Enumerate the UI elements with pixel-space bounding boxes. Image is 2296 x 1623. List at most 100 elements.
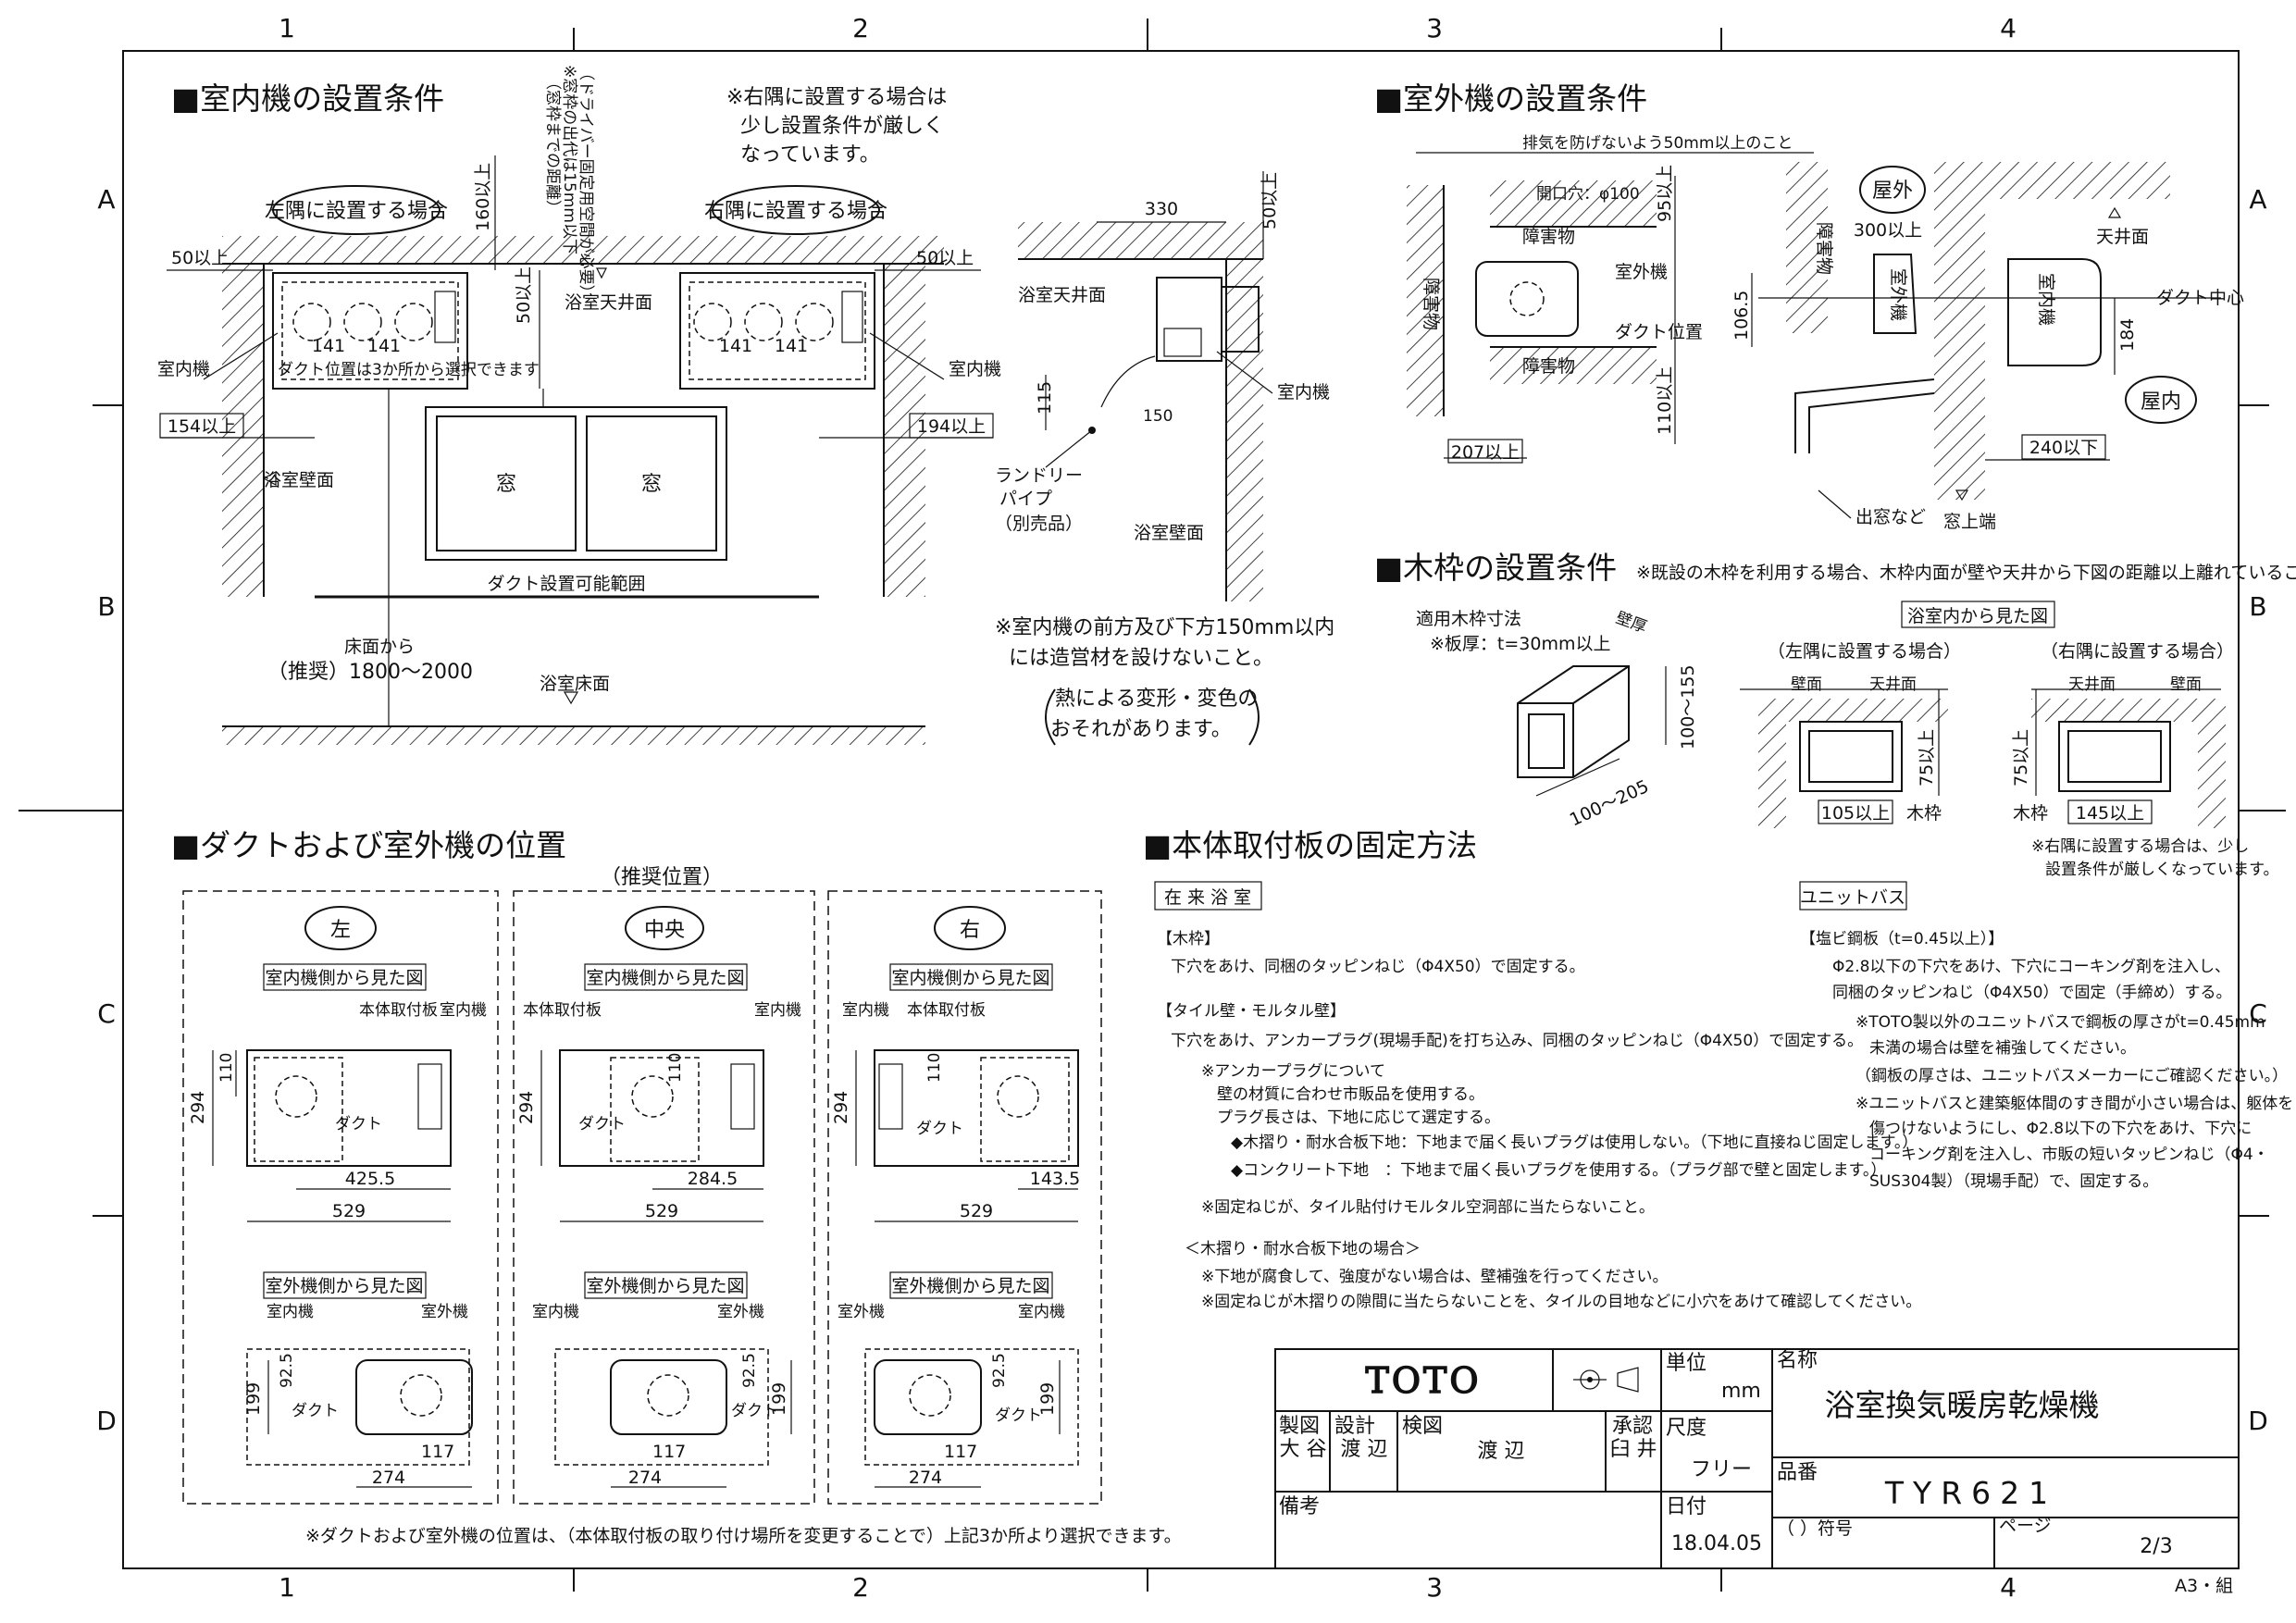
row-label: B [2249,591,2266,622]
dim-925: 92.5 [740,1353,759,1388]
fix-line: 【タイル壁・モルタル壁】 [1157,1002,1346,1021]
fix-line: ※アンカープラグについて [1201,1062,1385,1081]
ub-line: コーキング剤を注入し、市販の短いタッピンねじ（Φ4・ [1869,1146,2269,1164]
dim-1435: 143.5 [1030,1169,1080,1189]
date-value: 18.04.05 [1671,1532,1762,1555]
wall-label: 浴室壁面 [264,470,334,490]
window-frame [425,406,727,561]
right-case-label: 右隅に設置する場合 [704,200,887,223]
wall-thickness-label: 壁厚 [1613,609,1649,637]
window-note: （ドライバー固定用空間が必要） [577,65,595,301]
indoor-unit-side [2007,258,2102,366]
duct-label: ダクト位置 [1615,322,1703,342]
duct-position-note: ダクト位置は3か所から選択できます [278,361,540,379]
unit-label: 室内機 [157,359,210,379]
frame-thickness: ※板厚：t=30mm以上 [1430,634,1610,654]
dim-141: 141 [367,336,401,356]
right-indoor-view [874,1049,1079,1167]
unit-label: 単位 [1666,1352,1706,1375]
dim-4255: 425.5 [345,1169,395,1189]
top-obstacle [1490,180,1657,227]
fix-line: 【木枠】 [1157,930,1220,948]
window-note: ※窓枠の出代は15mm以下 [560,65,578,254]
in-unit-label: 室内機 [532,1303,579,1321]
duct-center-label: ダクト中心 [2156,288,2244,308]
part-label: 品番 [1777,1461,1818,1484]
dim-141: 141 [312,336,345,356]
conventional-bath-label: 在 来 浴 室 [1164,887,1251,908]
dim-95: 95以上 [1655,165,1675,222]
dim-199: 199 [1037,1382,1058,1416]
frame-size-label: 適用木枠寸法 [1416,609,1521,629]
option-right: 右 [960,919,980,942]
fix-line: 下穴をあけ、同梱のタッピンねじ（Φ4X50）で固定する。 [1171,958,1585,976]
unit-value: mm [1721,1380,1761,1403]
row-label: B [97,591,115,622]
duct-position-note: ※ダクトおよび室外機の位置は、（本体取付板の取り付け場所を変更することで）上記3… [305,1526,1182,1546]
recommended-label: （推奨位置） [601,866,723,889]
floor-hatch [222,726,925,745]
fix-line: ＜木摺り・耐水合板下地の場合＞ [1185,1240,1421,1258]
duct-label: ダクト [292,1402,339,1420]
row-label: D [96,1406,117,1436]
right-corner-note: 少し設置条件が厳しく [740,115,944,138]
duct-label: ダクト [578,1115,626,1134]
dim-300: 300以上 [1854,220,1922,241]
frame-view-label: 浴室内から見た図 [1907,606,2048,626]
left-case-bubble [272,185,441,235]
indoor-title: ■室内機の設置条件 [171,81,444,117]
projection-symbol-icon [1573,1367,1639,1393]
out-unit-label: 室外機 [1888,268,1908,321]
outdoor-unit-label: 室外機 [1615,262,1668,282]
dim-184: 184 [2117,318,2138,352]
dim-100-155: 100〜155 [1678,664,1698,750]
heat-note: 熱による変形・変色の [1055,688,1258,711]
fix-title: ■本体取付板の固定方法 [1143,827,1477,863]
in-unit-label: 室内機 [2036,273,2056,326]
obstacle-label: 障害物 [1814,222,1834,275]
side-wall-label: 浴室壁面 [1134,523,1204,543]
dim-50-side: 50以上 [1260,172,1280,229]
frame-section: ■木枠の設置条件 ※既設の木枠を利用する場合、木枠内面が壁や天井から下図の距離以… [1374,550,2296,879]
dim-294: 294 [831,1091,851,1124]
dim-294: 294 [516,1091,537,1124]
dim-50-right: 50以上 [916,248,974,268]
outside-label: 屋外 [1872,180,1913,203]
frame-note: ※既設の木枠を利用する場合、木枠内面が壁や天井から下図の距離以上離れていること。 [1636,563,2296,583]
hole-label: 開口穴：φ100 [1536,185,1640,204]
window-label: 窓 [496,473,516,496]
col-label: 4 [2000,1572,2017,1603]
ceiling-label-frame-r: 天井面 [2068,675,2116,694]
side-unit-label: 室内機 [1277,382,1330,403]
duct-label: ダクト [335,1115,382,1134]
dim-110: 110以上 [1655,366,1675,435]
fix-line: ※固定ねじが、タイル貼付けモルタル空洞部に当たらないこと。 [1201,1198,1655,1217]
frame-box [1517,665,1630,778]
ceiling-hatch-outdoor [1985,162,2170,199]
frame-left-outer [1799,721,1903,792]
symbol-label: （ ）符号 [1777,1518,1853,1539]
heat-note: おそれがあります。 [1050,718,1232,741]
dim-150: 150 [1143,407,1173,426]
fix-line: ※固定ねじが木摺りの隙間に当たらないことを、タイルの目地などに小穴をあけて確認し… [1201,1293,1921,1311]
in-unit-label: 室内機 [440,1001,487,1020]
out-unit-label: 室外機 [717,1303,764,1321]
unit-label: 室内機 [949,359,1001,379]
outdoor-view-label: 室外機側から見た図 [891,1276,1049,1296]
wood-label: 木枠 [1906,803,1942,824]
dim-105: 105以上 [1821,803,1890,824]
col-label: 1 [279,13,295,43]
ceiling-label: 浴室天井面 [565,292,652,313]
right-case-bubble [712,185,880,235]
recommend-height: （推奨）1800〜2000 [267,661,473,684]
fix-section: ■本体取付板の固定方法 在 来 浴 室 ユニットバス 【木枠】 下穴をあけ、同梱… [1143,827,2293,1311]
dim-925: 92.5 [278,1353,296,1388]
dim-274: 274 [909,1468,942,1488]
center-outdoor-view [610,1359,727,1435]
right-corner-note: ※右隅に設置する場合は [726,86,947,109]
dim-115: 115 [1035,381,1055,415]
top-label: 窓上端 [1943,512,1996,532]
wood-label: 木枠 [2013,803,2048,824]
outdoor-section: ■室外機の設置条件 排気を防げないよう50mm以上のこと 障害物 開口穴：φ10… [1374,81,2244,532]
dim-117: 117 [421,1442,454,1462]
